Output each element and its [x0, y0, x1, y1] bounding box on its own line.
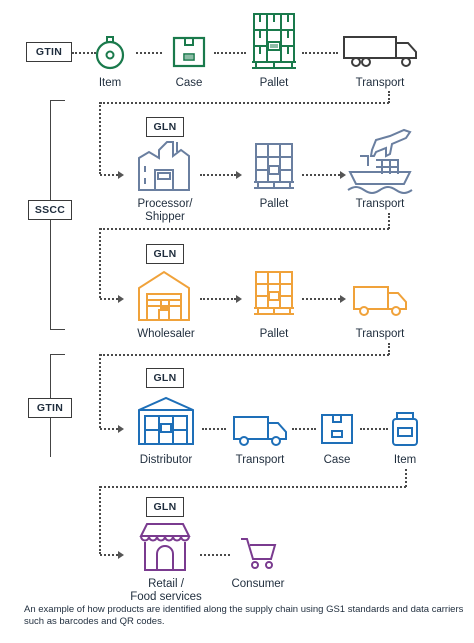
- connector: [100, 486, 406, 488]
- gln-badge-retail: GLN: [146, 497, 184, 517]
- pallet-label: Pallet: [259, 328, 289, 340]
- warehouse-icon: [137, 270, 191, 322]
- connector: [302, 298, 340, 300]
- consumer-label: Consumer: [231, 578, 285, 590]
- connector: [388, 91, 390, 103]
- gtin-badge-lower: GTIN: [28, 398, 72, 418]
- case-label: Case: [175, 77, 203, 89]
- gln-badge-processor: GLN: [146, 117, 184, 137]
- connector: [292, 428, 316, 430]
- factory-icon: [137, 140, 191, 192]
- item-label: Item: [98, 77, 122, 89]
- figure-caption: An example of how products are identifie…: [24, 604, 464, 627]
- arrow-head: [118, 425, 124, 433]
- item-jar-icon: [391, 412, 419, 446]
- distributor-warehouse-icon: [137, 396, 195, 446]
- connector: [202, 428, 226, 430]
- cart-icon: [240, 536, 277, 570]
- connector: [214, 52, 246, 54]
- wholesaler-label: Wholesaler: [137, 328, 195, 340]
- connector: [100, 228, 389, 230]
- connector: [388, 213, 390, 229]
- connector: [100, 298, 118, 300]
- connector: [99, 228, 101, 298]
- ship-plane-icon: [346, 126, 416, 194]
- connector: [405, 469, 407, 487]
- retail-food-services-label: Retail / Food services: [130, 578, 202, 603]
- arrow-head: [118, 295, 124, 303]
- connector: [100, 102, 389, 104]
- connector: [100, 174, 118, 176]
- processor-shipper-label: Processor/ Shipper: [137, 198, 193, 223]
- connector: [302, 174, 340, 176]
- truck-icon: [342, 34, 420, 68]
- connector: [100, 354, 389, 356]
- case-icon: [321, 414, 353, 444]
- arrow-head: [118, 171, 124, 179]
- connector: [200, 554, 230, 556]
- case-icon: [172, 36, 206, 68]
- arrow-head: [340, 295, 346, 303]
- item-icon: [94, 36, 126, 70]
- gln-badge-wholesaler: GLN: [146, 244, 184, 264]
- shop-icon: [139, 522, 191, 572]
- transport-label: Transport: [355, 328, 405, 340]
- pallet-icon: [252, 12, 296, 70]
- sscc-badge: SSCC: [28, 200, 72, 220]
- connector: [72, 52, 96, 54]
- distributor-label: Distributor: [139, 454, 193, 466]
- connector: [99, 486, 101, 554]
- case-label: Case: [323, 454, 351, 466]
- connector: [200, 298, 236, 300]
- connector: [388, 343, 390, 355]
- gtin-badge-top: GTIN: [26, 42, 72, 62]
- arrow-head: [118, 551, 124, 559]
- transport-label: Transport: [355, 198, 405, 210]
- connector: [200, 174, 236, 176]
- van-icon: [232, 414, 288, 448]
- item-label: Item: [393, 454, 417, 466]
- pallet-label: Pallet: [259, 77, 289, 89]
- arrow-head: [236, 171, 242, 179]
- connector: [100, 554, 118, 556]
- connector: [360, 428, 388, 430]
- arrow-head: [236, 295, 242, 303]
- pallet-label: Pallet: [259, 198, 289, 210]
- pallet-icon: [254, 142, 294, 190]
- connector: [99, 354, 101, 428]
- gln-badge-distributor: GLN: [146, 368, 184, 388]
- pallet-icon: [254, 270, 294, 316]
- arrow-head: [340, 171, 346, 179]
- connector: [100, 428, 118, 430]
- connector: [302, 52, 338, 54]
- van-icon: [352, 284, 408, 318]
- connector: [136, 52, 162, 54]
- transport-label: Transport: [355, 77, 405, 89]
- transport-label: Transport: [235, 454, 285, 466]
- connector: [99, 102, 101, 174]
